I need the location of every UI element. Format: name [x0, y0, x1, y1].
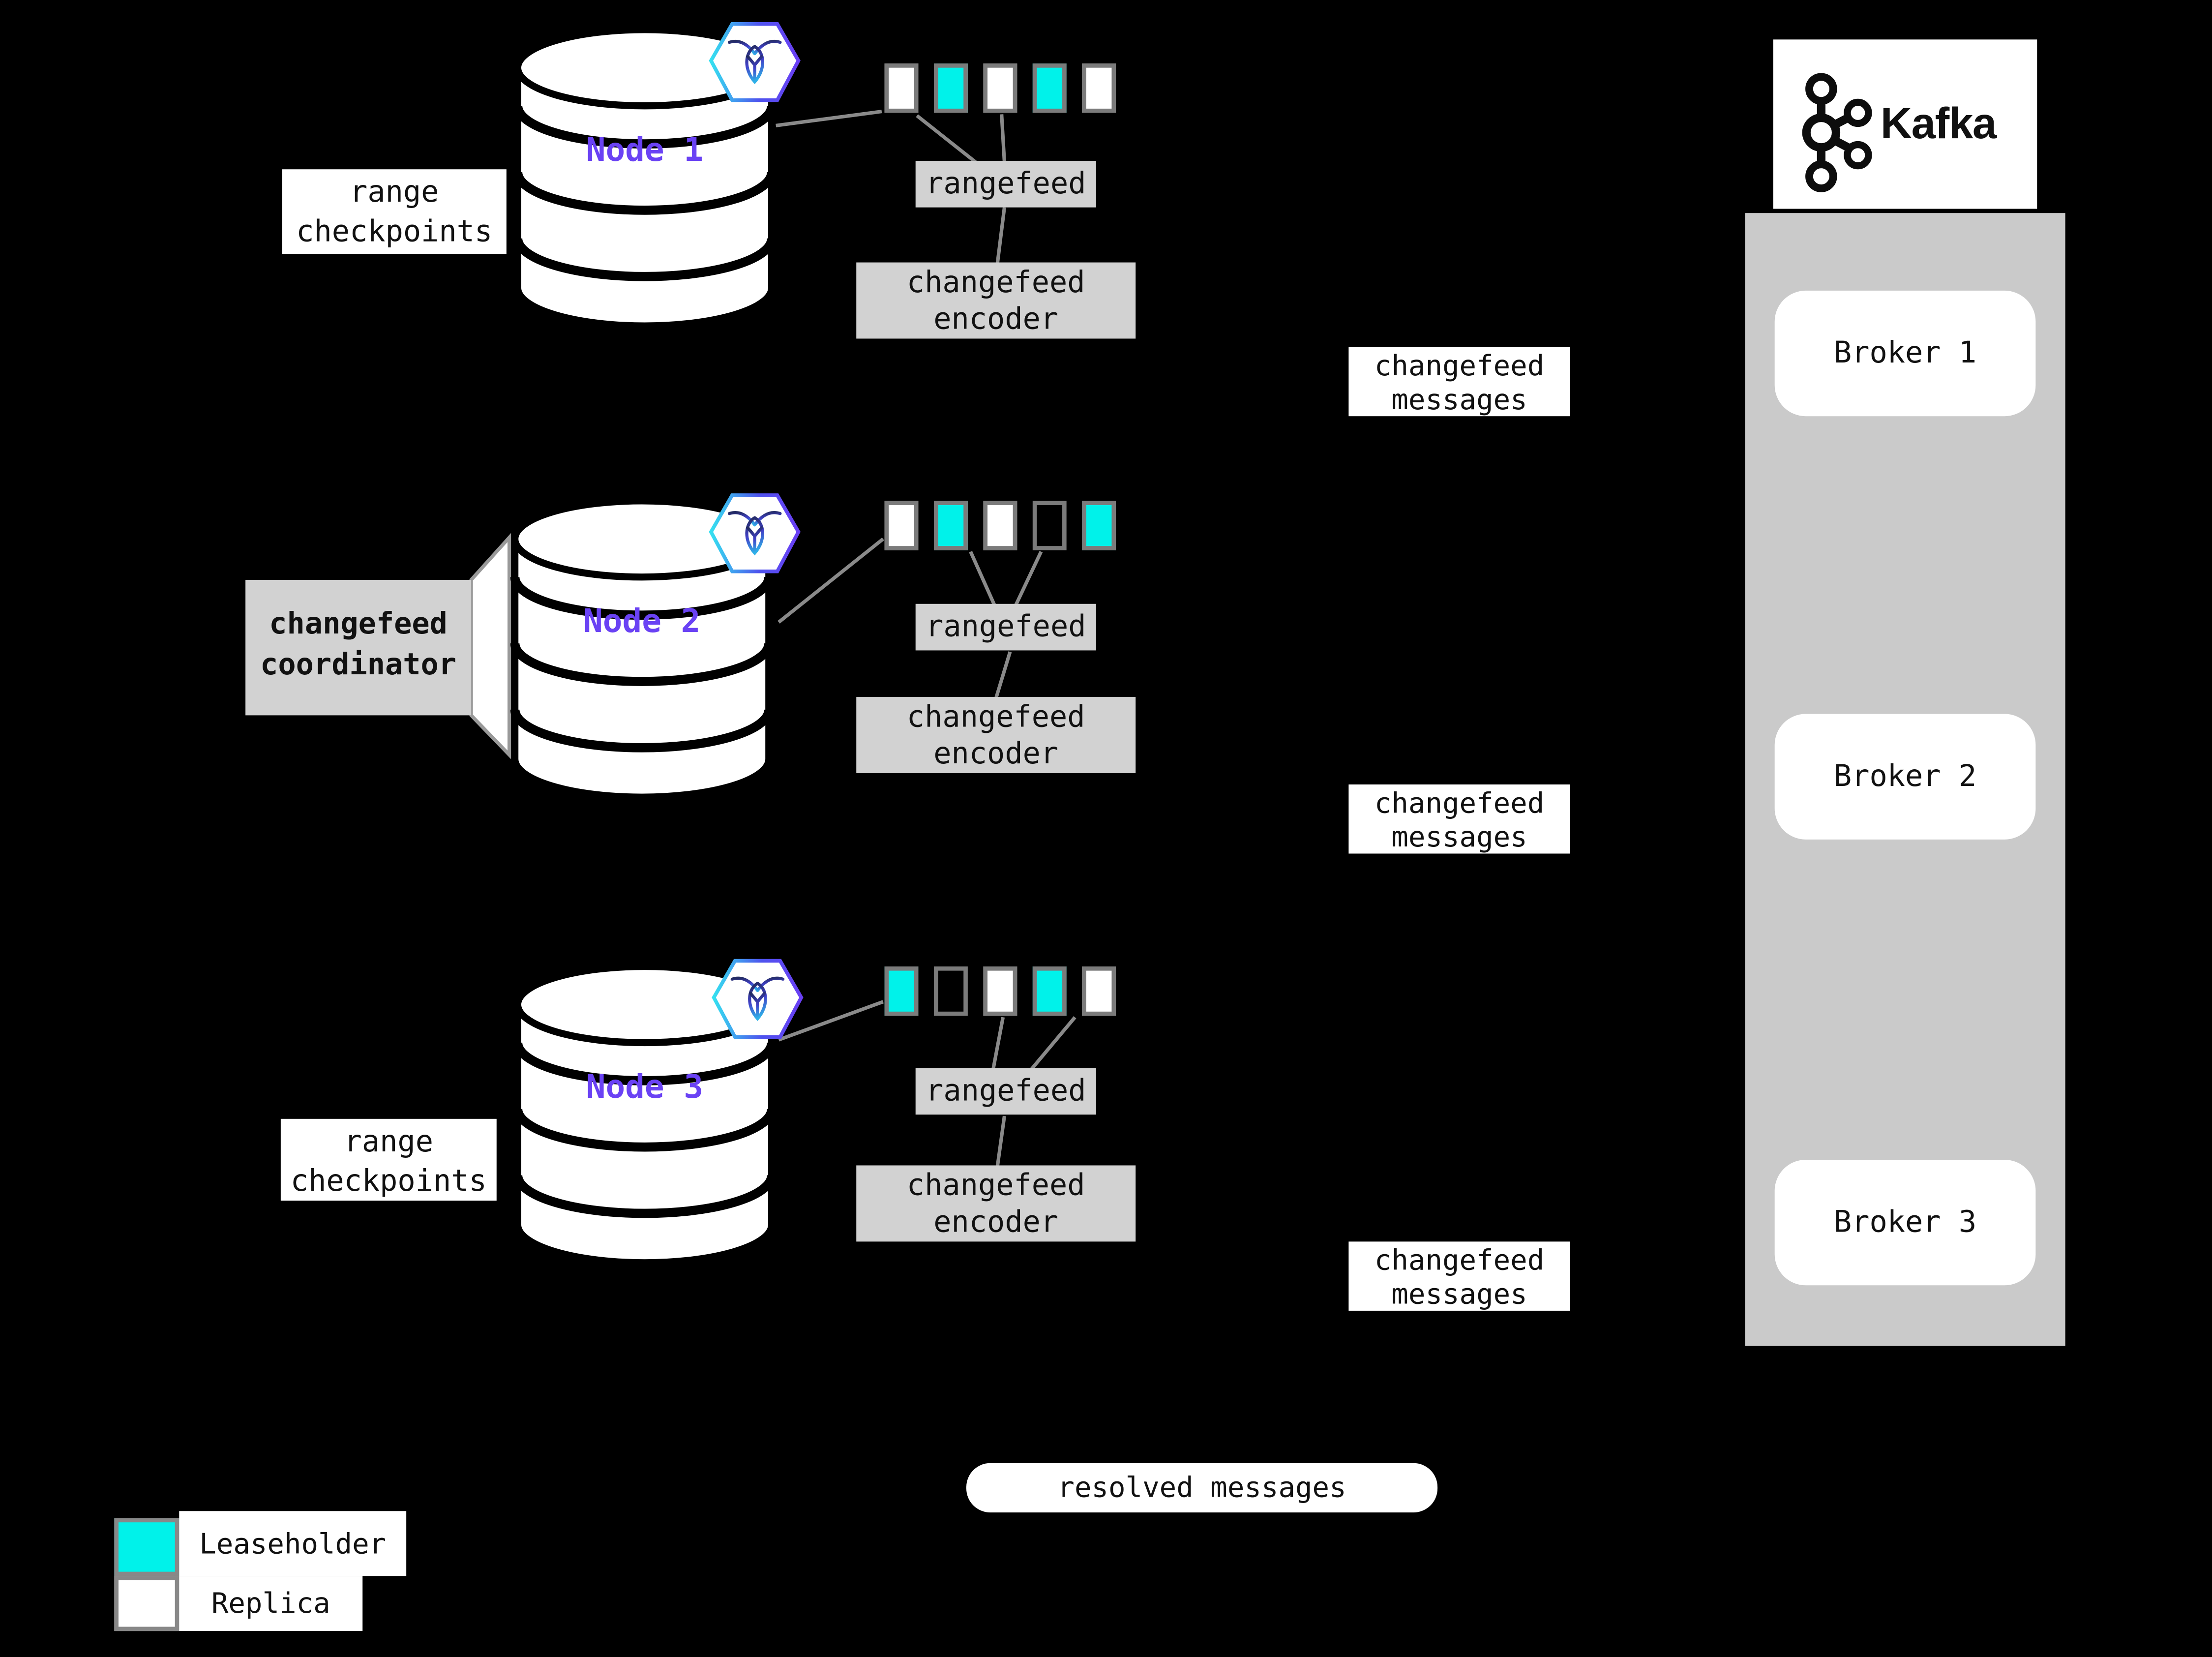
coordinator-line2: coordinator	[260, 647, 457, 682]
node1-range-to-rangefeed-line2	[1000, 114, 1007, 163]
range-leaseholder-square	[1082, 501, 1116, 550]
cockroachdb-icon	[709, 22, 801, 102]
legend-leaseholder-label: Leaseholder	[179, 1511, 407, 1576]
cockroachdb-icon	[709, 493, 801, 573]
encoder-label-line2: encoder	[933, 736, 1059, 771]
node1-cylinder-to-range-line	[776, 110, 882, 127]
range-checkpoints-line2: checkpoints	[296, 214, 493, 248]
range-checkpoints-line2: checkpoints	[290, 1164, 487, 1198]
range-checkpoints-line1: range	[344, 1124, 433, 1159]
range-empty-square	[934, 966, 968, 1016]
node3-range-to-rangefeed-line2	[1030, 1016, 1076, 1071]
legend-replica-swatch	[114, 1576, 179, 1631]
broker-1-box: Broker 1	[1774, 290, 2036, 417]
changefeed-coordinator-label: changefeed coordinator	[245, 579, 472, 716]
node3-rangefeed-box: rangefeed	[915, 1068, 1096, 1115]
changefeed-messages-label-2: changefeed messages	[1348, 784, 1570, 854]
legend-leaseholder-swatch	[114, 1518, 179, 1576]
range-replica-square	[983, 63, 1017, 113]
range-leaseholder-square	[934, 501, 968, 550]
node1-title: Node 1	[586, 132, 704, 170]
range-replica-square	[983, 966, 1017, 1016]
range-replica-square	[884, 63, 919, 113]
messages-label-line1: changefeed	[1374, 1243, 1545, 1277]
messages-label-line2: messages	[1391, 819, 1527, 854]
encoder-label-line2: encoder	[933, 1205, 1059, 1239]
node1-changefeed-encoder-box: changefeed encoder	[856, 262, 1136, 339]
node2-range-to-rangefeed-line	[969, 551, 996, 606]
broker-2-box: Broker 2	[1774, 714, 2036, 840]
messages-label-line1: changefeed	[1374, 348, 1545, 383]
node1-rangefeed-box: rangefeed	[915, 161, 1096, 208]
node1-rangefeed-to-encoder-line	[995, 207, 1007, 264]
cockroachdb-icon	[712, 959, 804, 1039]
range-replica-square	[983, 501, 1017, 550]
range-replica-square	[884, 501, 919, 550]
encoder-label-line2: encoder	[933, 301, 1059, 336]
range-checkpoints-label-top: range checkpoints	[282, 169, 507, 254]
node3-rangefeed-to-encoder-line	[995, 1115, 1006, 1167]
changefeed-messages-label-3: changefeed messages	[1348, 1241, 1570, 1311]
coordinator-flag-flap	[469, 533, 511, 759]
node3-range-to-rangefeed-line	[991, 1017, 1005, 1070]
legend-replica-label: Replica	[179, 1576, 363, 1631]
messages-label-line1: changefeed	[1374, 785, 1545, 820]
encoder-label-line1: changefeed	[906, 265, 1085, 300]
range-leaseholder-square	[1032, 63, 1067, 113]
changefeed-messages-label-1: changefeed messages	[1348, 347, 1570, 417]
range-replica-square	[1082, 63, 1116, 113]
kafka-logo-text: Kafka	[1880, 98, 1997, 149]
range-empty-square	[1032, 501, 1067, 550]
messages-label-line2: messages	[1391, 1277, 1527, 1311]
range-checkpoints-label-bottom: range checkpoints	[280, 1118, 497, 1201]
node1-range-to-rangefeed-line	[916, 114, 979, 165]
kafka-logo-box: Kafka	[1773, 39, 2037, 209]
node2-database-cylinder	[510, 497, 774, 801]
range-leaseholder-square	[884, 966, 919, 1016]
node3-cylinder-to-range-line	[778, 1000, 884, 1042]
node2-range-to-rangefeed-line2	[1014, 551, 1043, 606]
node3-title: Node 3	[586, 1069, 704, 1106]
node3-database-cylinder	[513, 963, 777, 1266]
resolved-messages-pill: resolved messages	[966, 1463, 1438, 1513]
range-checkpoints-line1: range	[350, 175, 439, 209]
encoder-label-line1: changefeed	[906, 699, 1085, 734]
kafka-icon	[1802, 73, 1872, 192]
node2-cylinder-to-range-line	[777, 538, 884, 624]
coordinator-line1: changefeed	[269, 606, 448, 641]
node2-title: Node 2	[583, 603, 701, 641]
node2-changefeed-encoder-box: changefeed encoder	[856, 697, 1136, 773]
node2-rangefeed-box: rangefeed	[915, 603, 1096, 651]
broker-3-box: Broker 3	[1774, 1159, 2036, 1286]
range-replica-square	[1082, 966, 1116, 1016]
node3-changefeed-encoder-box: changefeed encoder	[856, 1165, 1136, 1242]
messages-label-line2: messages	[1391, 382, 1527, 417]
range-leaseholder-square	[1032, 966, 1067, 1016]
node2-rangefeed-to-encoder-line	[994, 651, 1012, 699]
encoder-label-line1: changefeed	[906, 1168, 1085, 1203]
range-leaseholder-square	[934, 63, 968, 113]
